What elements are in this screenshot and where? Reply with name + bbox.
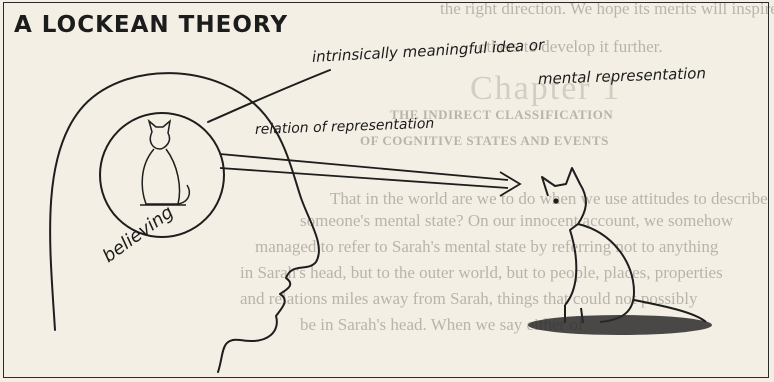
head-profile-outline: [49, 72, 320, 373]
drawing-title: A LOCKEAN THEORY: [14, 12, 288, 38]
bleed-line: someone's mental state? On our innocent …: [300, 211, 734, 230]
bleed-line: managed to refer to Sarah's mental state…: [255, 237, 719, 256]
bleed-line: others to develop it further.: [478, 37, 663, 56]
bleed-line: in Sarah's head, but to the outer world,…: [240, 263, 723, 282]
cat-shadow: [528, 315, 712, 335]
relation-arrow: [219, 153, 522, 197]
idea-cat: [140, 118, 190, 206]
bleed-line: and relations miles away from Sarah, thi…: [240, 289, 698, 308]
watermark: Chapter 1: [470, 70, 622, 107]
thought-bubble: [99, 112, 225, 238]
bleed-line: the right direction. We hope its merits …: [440, 0, 774, 18]
bleed-heading: OF COGNITIVE STATES AND EVENTS: [360, 133, 609, 148]
bleed-line: be in Sarah's head. When we say either o…: [300, 315, 584, 334]
real-cat: [541, 167, 707, 324]
illustration-frame: [3, 2, 769, 378]
bleed-line: That in the world are we to do when we u…: [330, 189, 768, 208]
idea-pointer-line: [207, 69, 331, 123]
bleed-heading: THE INDIRECT CLASSIFICATION: [390, 107, 614, 122]
